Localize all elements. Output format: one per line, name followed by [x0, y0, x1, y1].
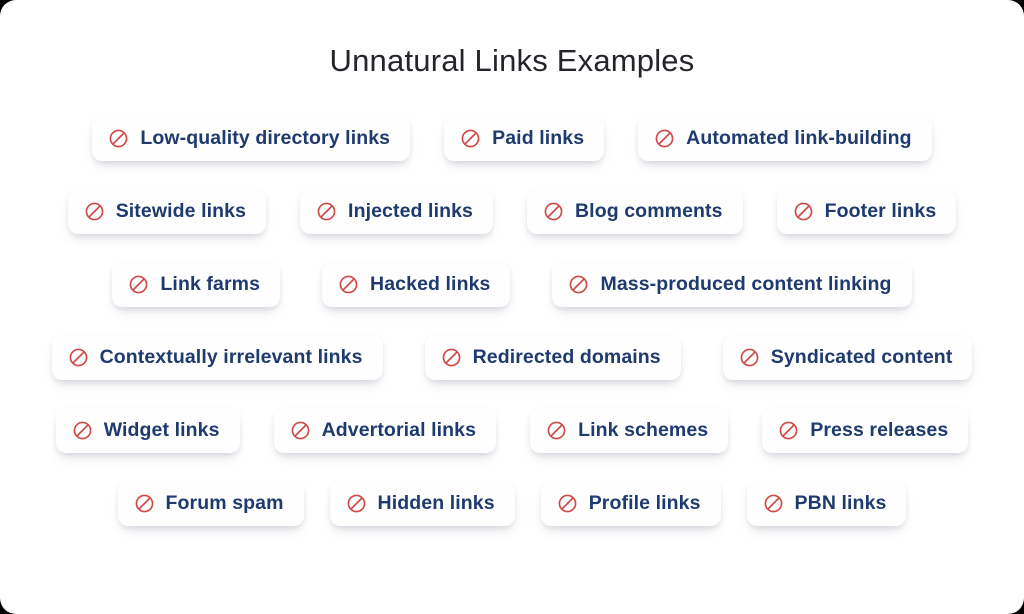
prohibited-icon — [128, 274, 149, 295]
prohibited-icon — [543, 201, 564, 222]
chip-row: Link farms Hacked links — [38, 248, 986, 321]
chip-label: Low-quality directory links — [140, 127, 391, 149]
chip-row: Forum spam Hidden links — [38, 467, 986, 540]
chip-hacked-links[interactable]: Hacked links — [322, 262, 511, 307]
chip-row: Low-quality directory links Paid links — [38, 102, 986, 175]
chip-row: Contextually irrelevant links Redirected… — [38, 321, 986, 394]
chip-label: Hacked links — [370, 273, 491, 295]
chip-press-releases[interactable]: Press releases — [762, 408, 969, 453]
prohibited-icon — [84, 201, 105, 222]
prohibited-icon — [557, 493, 578, 514]
prohibited-icon — [68, 347, 89, 368]
chip-label: Advertorial links — [321, 419, 477, 441]
chip-label: Paid links — [492, 127, 585, 149]
chip-pbn-links[interactable]: PBN links — [746, 481, 907, 526]
page-title: Unnatural Links Examples — [329, 43, 695, 78]
chip-mass-produced-content-linking[interactable]: Mass-produced content linking — [552, 262, 912, 307]
chip-label: Mass-produced content linking — [600, 273, 892, 295]
chip-blog-comments[interactable]: Blog comments — [527, 189, 743, 234]
chip-label: Redirected domains — [472, 346, 661, 368]
chip-low-quality-directory-links[interactable]: Low-quality directory links — [92, 116, 411, 161]
chip-row: Widget links Advertorial links — [38, 394, 986, 467]
chip-footer-links[interactable]: Footer links — [776, 189, 957, 234]
chip-link-farms[interactable]: Link farms — [112, 262, 281, 307]
chip-label: Link schemes — [578, 419, 709, 441]
chip-label: Hidden links — [377, 492, 495, 514]
chip-injected-links[interactable]: Injected links — [300, 189, 493, 234]
chip-contextually-irrelevant-links[interactable]: Contextually irrelevant links — [51, 335, 383, 380]
chip-label: Forum spam — [165, 492, 284, 514]
prohibited-icon — [134, 493, 155, 514]
chip-label: Footer links — [824, 200, 937, 222]
chip-row: Sitewide links Injected links — [38, 175, 986, 248]
chip-paid-links[interactable]: Paid links — [444, 116, 605, 161]
chip-label: Injected links — [348, 200, 473, 222]
chip-label: Automated link-building — [686, 127, 912, 149]
chip-label: Contextually irrelevant links — [99, 346, 363, 368]
chip-label: Widget links — [103, 419, 220, 441]
prohibited-icon — [763, 493, 784, 514]
prohibited-icon — [290, 420, 311, 441]
prohibited-icon — [778, 420, 799, 441]
prohibited-icon — [460, 128, 481, 149]
chip-syndicated-content[interactable]: Syndicated content — [722, 335, 973, 380]
chip-label: PBN links — [794, 492, 887, 514]
chip-advertorial-links[interactable]: Advertorial links — [273, 408, 497, 453]
chip-link-schemes[interactable]: Link schemes — [530, 408, 729, 453]
chip-sitewide-links[interactable]: Sitewide links — [67, 189, 267, 234]
chip-forum-spam[interactable]: Forum spam — [117, 481, 304, 526]
prohibited-icon — [739, 347, 760, 368]
prohibited-icon — [346, 493, 367, 514]
chip-automated-link-building[interactable]: Automated link-building — [638, 116, 932, 161]
chip-hidden-links[interactable]: Hidden links — [329, 481, 515, 526]
chip-label: Profile links — [588, 492, 701, 514]
prohibited-icon — [338, 274, 359, 295]
chip-label: Blog comments — [575, 200, 723, 222]
chip-profile-links[interactable]: Profile links — [540, 481, 721, 526]
prohibited-icon — [546, 420, 567, 441]
chip-label: Syndicated content — [770, 346, 953, 368]
chip-redirected-domains[interactable]: Redirected domains — [424, 335, 681, 380]
chip-widget-links[interactable]: Widget links — [55, 408, 240, 453]
prohibited-icon — [568, 274, 589, 295]
chip-label: Link farms — [160, 273, 261, 295]
prohibited-icon — [108, 128, 129, 149]
prohibited-icon — [316, 201, 337, 222]
chip-label: Press releases — [810, 419, 949, 441]
chip-grid: Low-quality directory links Paid links — [0, 102, 1024, 540]
prohibited-icon — [793, 201, 814, 222]
prohibited-icon — [654, 128, 675, 149]
chip-label: Sitewide links — [115, 200, 247, 222]
prohibited-icon — [72, 420, 93, 441]
prohibited-icon — [441, 347, 462, 368]
